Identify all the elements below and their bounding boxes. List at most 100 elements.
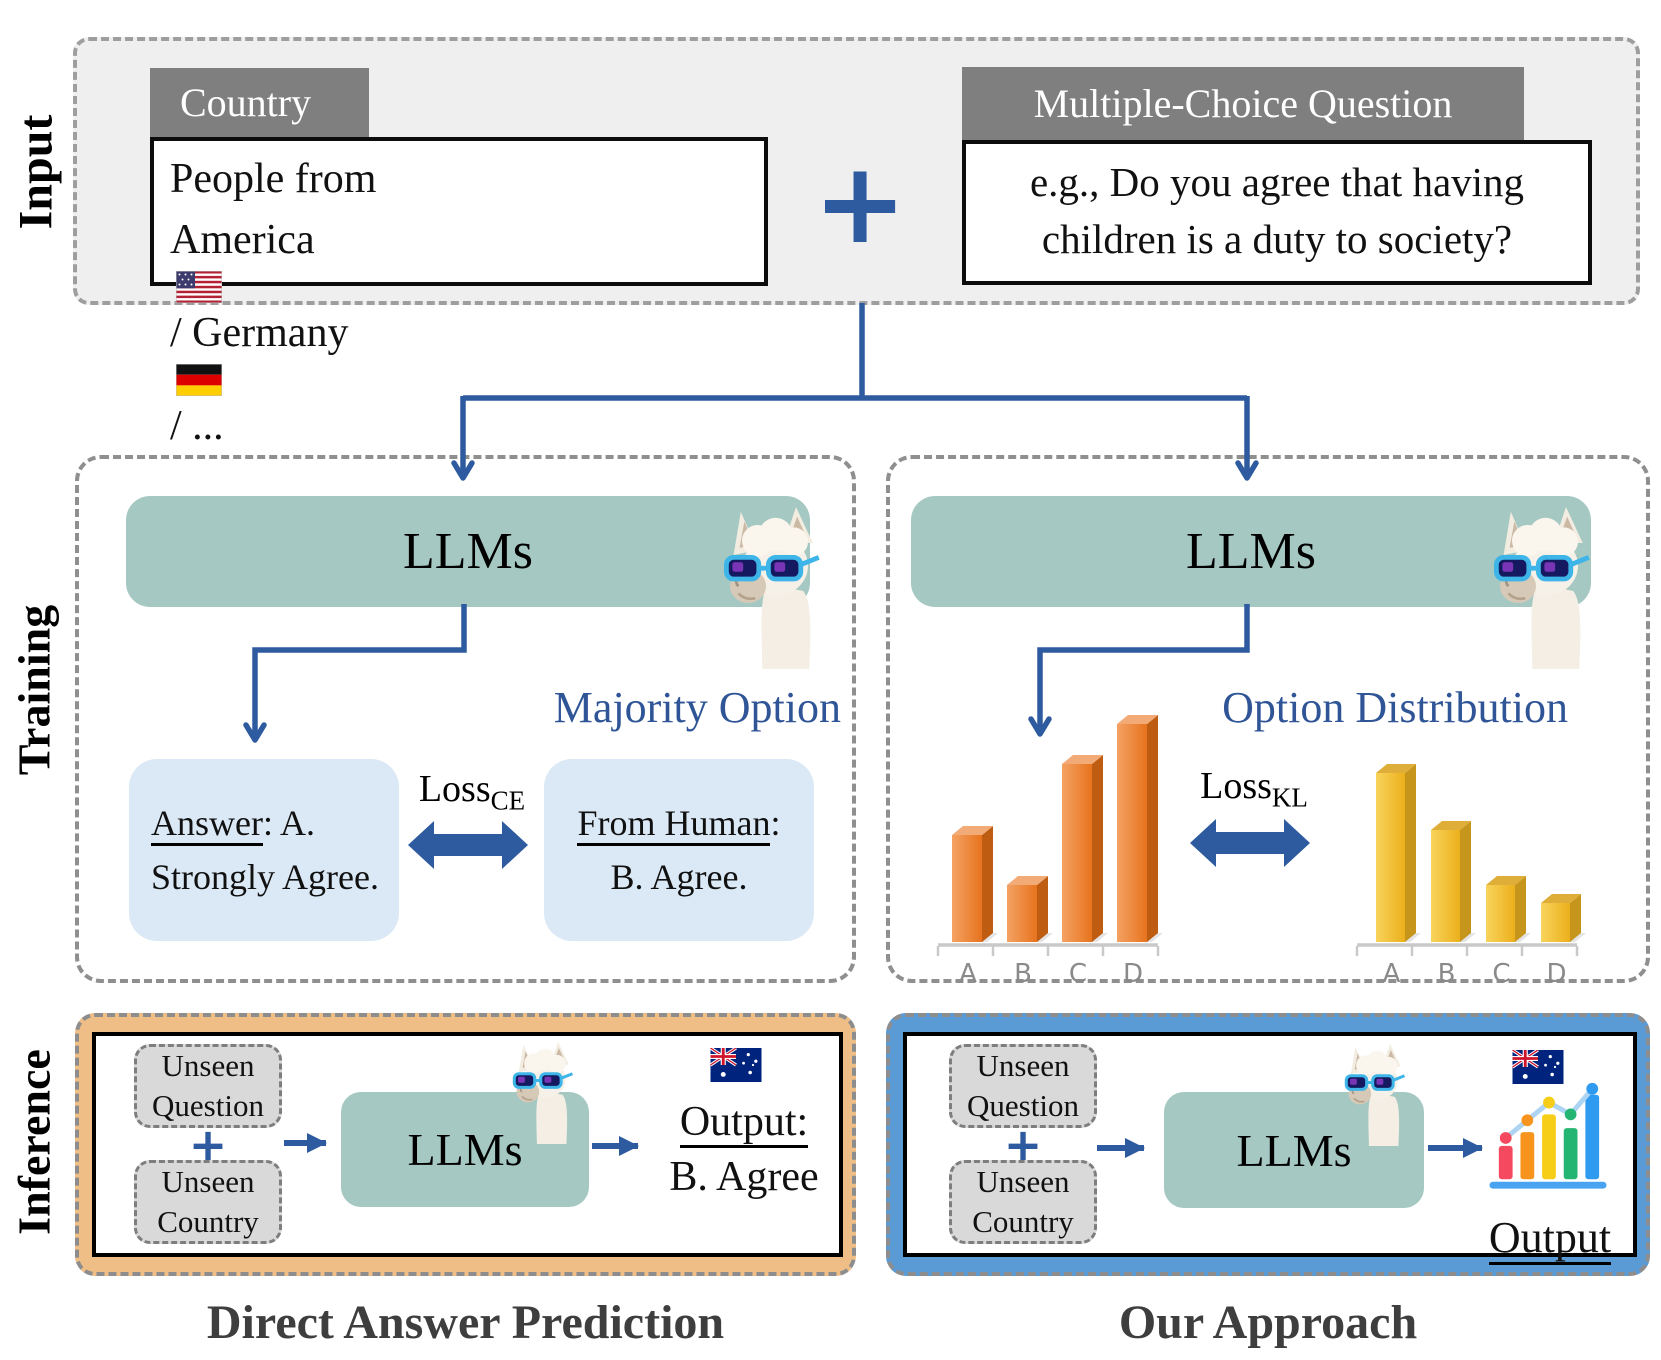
unseen-line2: Country (157, 1204, 259, 1239)
country-line2-america: America (170, 216, 315, 263)
llms-label: LLMs (403, 523, 533, 580)
llms-label: LLMs (407, 1124, 523, 1175)
mcq-line1: e.g., Do you agree that having (1029, 159, 1525, 205)
loss-kl-label: LossKL (1200, 764, 1308, 814)
bar-top (1062, 755, 1103, 764)
output-chart-icon (1489, 1082, 1607, 1189)
loss-word: Loss (1200, 765, 1272, 807)
mcq-box: e.g., Do you agree that having children … (962, 140, 1592, 285)
llms-label: LLMs (1236, 1124, 1352, 1176)
bar-B (1007, 885, 1037, 942)
answer-rest: : A. (262, 803, 315, 843)
bar-side (1147, 715, 1158, 942)
output-head: Output: (679, 1099, 809, 1148)
country-line1: People from (170, 156, 377, 202)
section-label-training: Training (8, 604, 60, 776)
llama-icon (1482, 507, 1602, 669)
llms-label: LLMs (1186, 523, 1316, 580)
loss-sub: KL (1271, 782, 1308, 813)
unseen-line2: Country (972, 1204, 1074, 1239)
answer-line2: Strongly Agree. (151, 857, 379, 897)
bar-side (1460, 821, 1471, 942)
answer-line1: Answer: A. (151, 796, 399, 850)
bar-side (1405, 764, 1416, 942)
bar-top (1541, 894, 1581, 903)
answer-head: Answer (151, 803, 263, 846)
bar-C (1062, 764, 1092, 942)
tick-label: B (1014, 959, 1032, 989)
mcq-line2: children is a duty to society? (1041, 216, 1513, 263)
bar-top (952, 826, 993, 835)
unseen-line2: Question (152, 1088, 264, 1123)
llama-icon (1336, 1044, 1414, 1146)
bar-A (952, 835, 982, 942)
input-panel: Country People from America / Germany / ..… (73, 37, 1640, 449)
tick-label: D (1546, 959, 1566, 989)
tick-label: C (1492, 959, 1510, 989)
human-box: From Human: B. Agree. (544, 759, 814, 941)
bar-side (1515, 876, 1526, 942)
human-rest: : (770, 803, 781, 843)
majority-option-label: Majority Option (553, 683, 841, 732)
unseen-line1: Unseen (976, 1164, 1070, 1200)
country-line2-ellipsis: / ... (170, 402, 224, 449)
us-flag-icon (176, 270, 222, 303)
bar-top (1486, 876, 1526, 885)
bar-D (1117, 724, 1147, 942)
human-line2: B. Agree. (610, 857, 748, 897)
answer-box: Answer: A. Strongly Agree. (129, 759, 399, 941)
bar-side (1570, 894, 1581, 942)
loss-sub: CE (490, 785, 526, 816)
country-box: People from America / Germany / ... (150, 137, 768, 449)
unseen-line1: Unseen (161, 1048, 255, 1084)
training-panel-ours: LLMs Option Distribution LossKL A B C D A B C… (886, 455, 1650, 989)
output-value: B. Agree (669, 1153, 819, 1200)
bar-side (1037, 876, 1048, 942)
tick-label: D (1123, 959, 1143, 989)
llms-box-training-left: LLMs (126, 496, 810, 607)
human-line1: From Human: (544, 796, 814, 850)
bar-C (1486, 885, 1515, 942)
bar-D (1541, 903, 1570, 942)
tick-label: A (959, 959, 977, 989)
bar-side (1092, 755, 1103, 942)
human-head: From Human (577, 803, 771, 846)
training-panel-direct: LLMs Majority Option Answer: A. Strongly… (75, 455, 856, 983)
country-tag: Country (150, 68, 369, 137)
tick-label: B (1438, 959, 1456, 989)
section-label-inference: Inference (8, 1049, 60, 1235)
inference-panel-ours: Unseen Question + Unseen Country LLMs Ou… (886, 1013, 1650, 1276)
bar-B (1431, 830, 1460, 942)
option-distribution-label: Option Distribution (1222, 683, 1568, 732)
unseen-question-box: Unseen Question (949, 1044, 1097, 1128)
bar-top (1007, 876, 1048, 885)
country-line2: America / Germany / ... (170, 210, 764, 457)
caption-our-approach: Our Approach (1118, 1296, 1418, 1349)
llm-distribution-chart: A B C D (936, 715, 1163, 989)
australia-flag-icon (1512, 1050, 1564, 1084)
output-head: Output (1488, 1213, 1612, 1265)
caption-direct-answer-prediction: Direct Answer Prediction (206, 1296, 725, 1349)
bar-side (982, 826, 993, 942)
unseen-country-box: Unseen Country (949, 1160, 1097, 1244)
unseen-line2: Question (967, 1088, 1079, 1123)
unseen-line1: Unseen (976, 1048, 1070, 1084)
human-distribution-chart: A B C D (1355, 764, 1586, 989)
unseen-country-box: Unseen Country (134, 1160, 282, 1244)
unseen-line1: Unseen (161, 1164, 255, 1200)
llama-icon (504, 1042, 582, 1144)
bar-A (1376, 773, 1405, 942)
tick-label: C (1069, 959, 1087, 989)
tick-label: A (1383, 959, 1401, 989)
plus-sign: + (813, 138, 907, 269)
inference-panel-direct: Unseen Question + Unseen Country LLMs Ou… (75, 1013, 856, 1276)
llama-icon (712, 507, 832, 669)
llms-box-training-right: LLMs (911, 496, 1591, 607)
bar-top (1431, 821, 1471, 830)
country-line2-germany: / Germany (170, 309, 349, 356)
output-text-right: Output (1480, 1209, 1620, 1266)
loss-word: Loss (418, 768, 491, 810)
section-label-input: Input (9, 114, 63, 230)
output-text-left: Output: B. Agree (664, 1095, 824, 1204)
australia-flag-icon (710, 1048, 762, 1082)
